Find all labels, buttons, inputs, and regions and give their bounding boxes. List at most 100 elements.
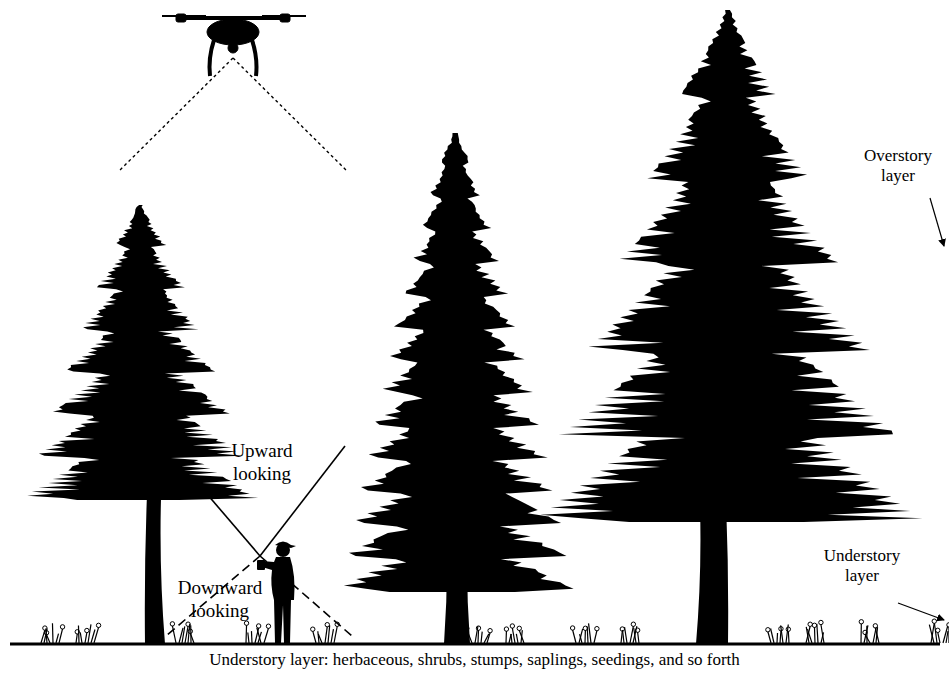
grass-blade	[938, 632, 940, 643]
grass-blade	[318, 631, 319, 643]
flower-head	[510, 624, 514, 628]
flower-head	[488, 628, 492, 632]
overstory-arrow	[930, 198, 944, 246]
grass-blade	[573, 630, 576, 643]
grass-blade	[594, 631, 597, 643]
flower-head	[595, 626, 599, 630]
grass-blade	[865, 634, 870, 643]
flower-head	[863, 630, 867, 634]
layer-label: Overstory layer	[848, 146, 948, 187]
flower-head	[766, 628, 770, 632]
grass-blade	[589, 623, 591, 643]
flower-head	[635, 628, 639, 632]
upward-view-lines	[195, 446, 345, 556]
grass-blade	[76, 634, 77, 643]
tree-silhouettes	[27, 10, 922, 644]
grass-blade	[875, 628, 879, 643]
grass-blade	[182, 626, 185, 643]
grass-blade	[817, 624, 818, 643]
flower-head	[60, 625, 64, 629]
grass-blade	[467, 630, 469, 643]
grass-blade	[245, 625, 247, 643]
flower-head	[476, 626, 480, 630]
grass-blade	[511, 634, 512, 643]
grass-blade	[821, 624, 824, 643]
flower-head	[808, 622, 812, 626]
flower-head	[465, 626, 469, 630]
grass-blade	[505, 631, 507, 643]
person-silhouette	[257, 542, 296, 644]
flower-head	[819, 620, 823, 624]
grass-blade	[580, 634, 582, 643]
grass-blade	[248, 633, 249, 643]
flower-head	[244, 621, 248, 625]
grass-blade	[331, 629, 333, 643]
tree-crown	[27, 205, 258, 500]
grass-blade	[325, 627, 327, 643]
grass-blade	[477, 630, 479, 643]
flower-head	[44, 631, 48, 635]
grass-blade	[251, 631, 253, 643]
grass-blade	[929, 625, 934, 643]
grass-blade	[814, 627, 816, 643]
flower-head	[517, 626, 521, 630]
understory-arrow	[898, 603, 944, 620]
layer-label: Understory layer	[806, 546, 918, 587]
grass-blade	[623, 630, 624, 643]
tree-trunk	[444, 560, 470, 644]
grass-blade	[946, 631, 948, 643]
grass-blade	[948, 627, 949, 643]
grass-blade	[487, 633, 490, 643]
flower-head	[256, 624, 260, 628]
grass-blade	[621, 631, 622, 643]
grass-blade	[771, 628, 774, 643]
flower-head	[873, 624, 877, 628]
grass-blade	[512, 628, 515, 643]
grass-blade	[516, 634, 518, 643]
grass-blade	[519, 630, 524, 643]
grass-blade	[52, 623, 54, 643]
grass-blade	[318, 634, 322, 643]
grass-blade	[185, 626, 188, 643]
flower-head	[311, 627, 315, 631]
grass-blade	[334, 626, 337, 643]
flower-head	[786, 627, 790, 631]
flower-head	[947, 623, 949, 627]
grass-blade	[313, 631, 316, 643]
grass-blade	[788, 631, 790, 643]
grass-blade	[80, 632, 82, 643]
flower-head	[188, 629, 192, 633]
flower-head	[859, 620, 863, 624]
grass-blade	[509, 634, 511, 643]
downward-view-lines	[166, 556, 352, 636]
grass-blade	[78, 626, 80, 643]
grass-blade	[88, 624, 91, 643]
grass-blade	[860, 624, 862, 643]
grass-blade	[47, 635, 50, 643]
tree-trunk	[696, 480, 728, 644]
view-label: Downward looking	[168, 577, 272, 623]
view-label: Upward looking	[216, 440, 308, 486]
grass-blade	[587, 627, 589, 643]
grass-blade	[190, 633, 194, 643]
figure-caption: Understory layer: herbaceous, shrubs, st…	[0, 650, 949, 670]
flower-head	[932, 619, 936, 623]
grass-blade	[768, 632, 771, 643]
drone-view-lines	[118, 58, 348, 172]
grass-blade	[59, 629, 63, 643]
grass-blade	[776, 633, 778, 643]
grass-blade	[807, 629, 812, 643]
grass-blade	[56, 634, 59, 643]
grass-blade	[935, 624, 937, 643]
tree-crown	[344, 133, 574, 592]
understory-plants	[41, 619, 949, 643]
grass-blade	[630, 626, 633, 643]
grass-blade	[584, 630, 586, 643]
grass-blade	[638, 632, 639, 643]
grass-blade	[328, 625, 330, 643]
flower-head	[631, 622, 635, 626]
grass-blade	[481, 632, 482, 643]
tree-crown	[540, 10, 922, 522]
